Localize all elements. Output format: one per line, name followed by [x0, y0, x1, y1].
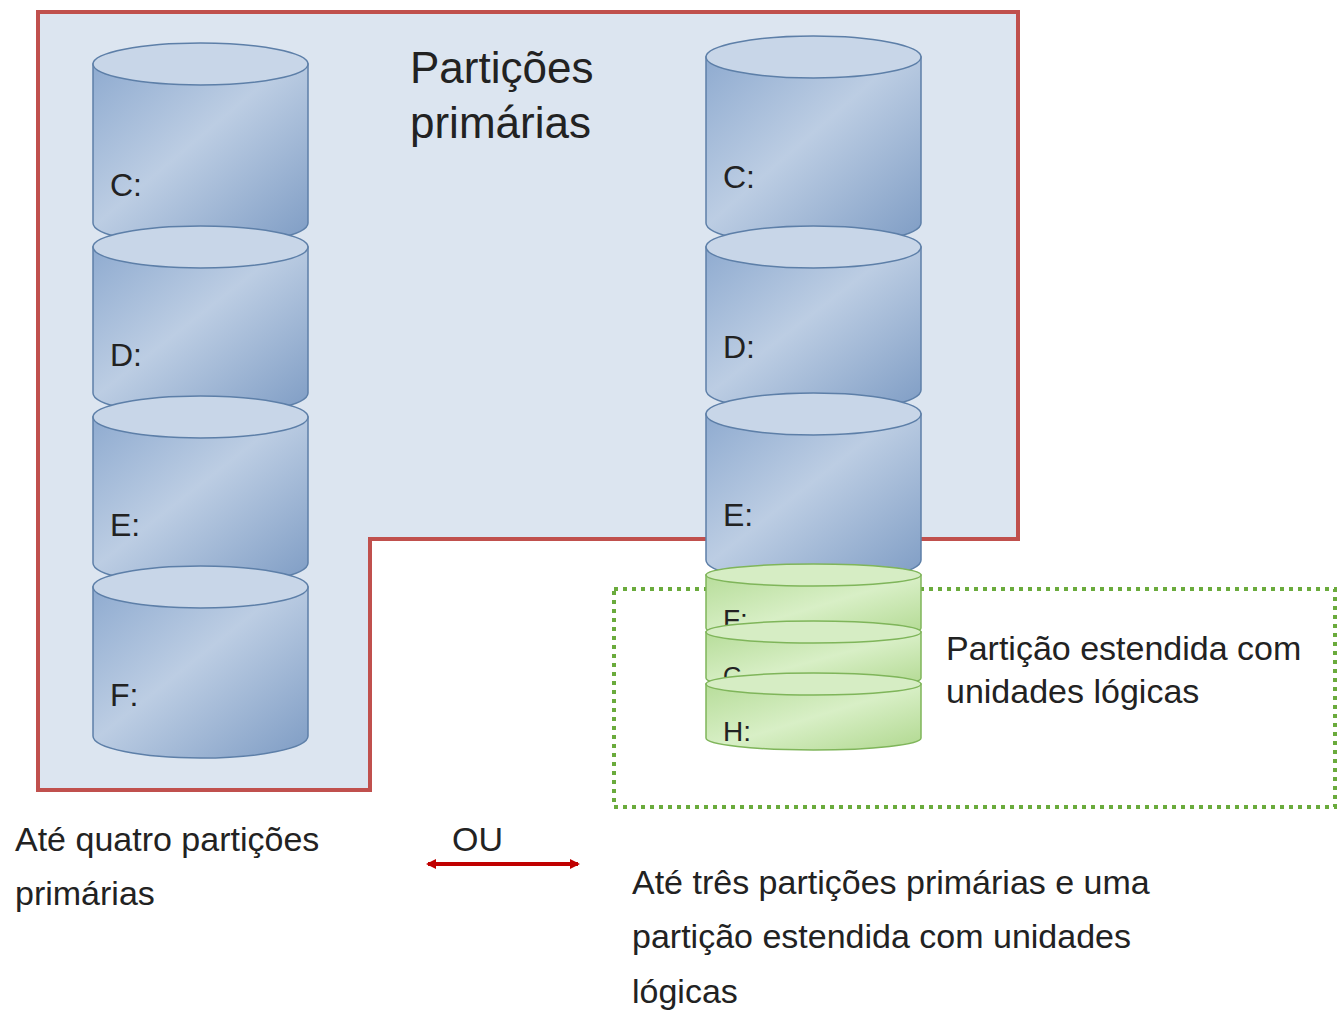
shape-outline [92, 42, 309, 245]
primary-partition: D: [705, 225, 922, 412]
cylinder-top [93, 566, 308, 608]
extended-partition-box: Partição estendida com unidades lógicasF… [612, 587, 1337, 809]
shape-outline [92, 565, 309, 758]
caption-note: Até três partições primárias e uma parti… [632, 855, 1232, 1012]
primary-partition: E: [705, 392, 922, 582]
drive-letter: C: [110, 169, 142, 201]
drive-letter: H: [723, 718, 751, 746]
cylinder-top [706, 673, 921, 695]
region-heading: Partições primárias [410, 40, 660, 150]
cylinder-top [93, 43, 308, 85]
drive-letter: C: [723, 161, 755, 193]
cylinder-top [706, 564, 921, 586]
double-arrow [428, 862, 578, 866]
cylinder-body [706, 57, 921, 245]
cylinder-top [706, 36, 921, 78]
primary-partition: F: [92, 565, 309, 758]
cylinder-body [706, 247, 921, 412]
shape-outline [92, 225, 309, 415]
cylinder-body [93, 247, 308, 415]
or-label: OU [452, 812, 512, 866]
cylinder-body [706, 414, 921, 582]
cylinder-top [93, 226, 308, 268]
shape-outline [705, 35, 922, 245]
logical-drive: H: [705, 672, 922, 750]
shape-outline [705, 392, 922, 582]
primary-partition: C: [705, 35, 922, 245]
cylinder-body [93, 587, 308, 758]
cylinder-top [706, 393, 921, 435]
cylinder-body [93, 64, 308, 245]
drive-letter: E: [723, 499, 753, 531]
drive-letter: F: [110, 679, 138, 711]
region-outline [38, 12, 1018, 790]
shape-outline [705, 225, 922, 412]
shape-outline [92, 395, 309, 585]
primary-partition: C: [92, 42, 309, 245]
primary-partition: D: [92, 225, 309, 415]
cylinder-top [706, 226, 921, 268]
cylinder-body [93, 417, 308, 585]
drive-letter: D: [110, 339, 142, 371]
region-heading: Partição estendida com unidades lógicas [946, 627, 1334, 712]
drive-letter: D: [723, 331, 755, 363]
cylinder-top [706, 621, 921, 643]
cylinder-top [93, 396, 308, 438]
caption-note: Até quatro partições primárias [15, 812, 405, 921]
drive-letter: E: [110, 509, 140, 541]
primary-partition: E: [92, 395, 309, 585]
